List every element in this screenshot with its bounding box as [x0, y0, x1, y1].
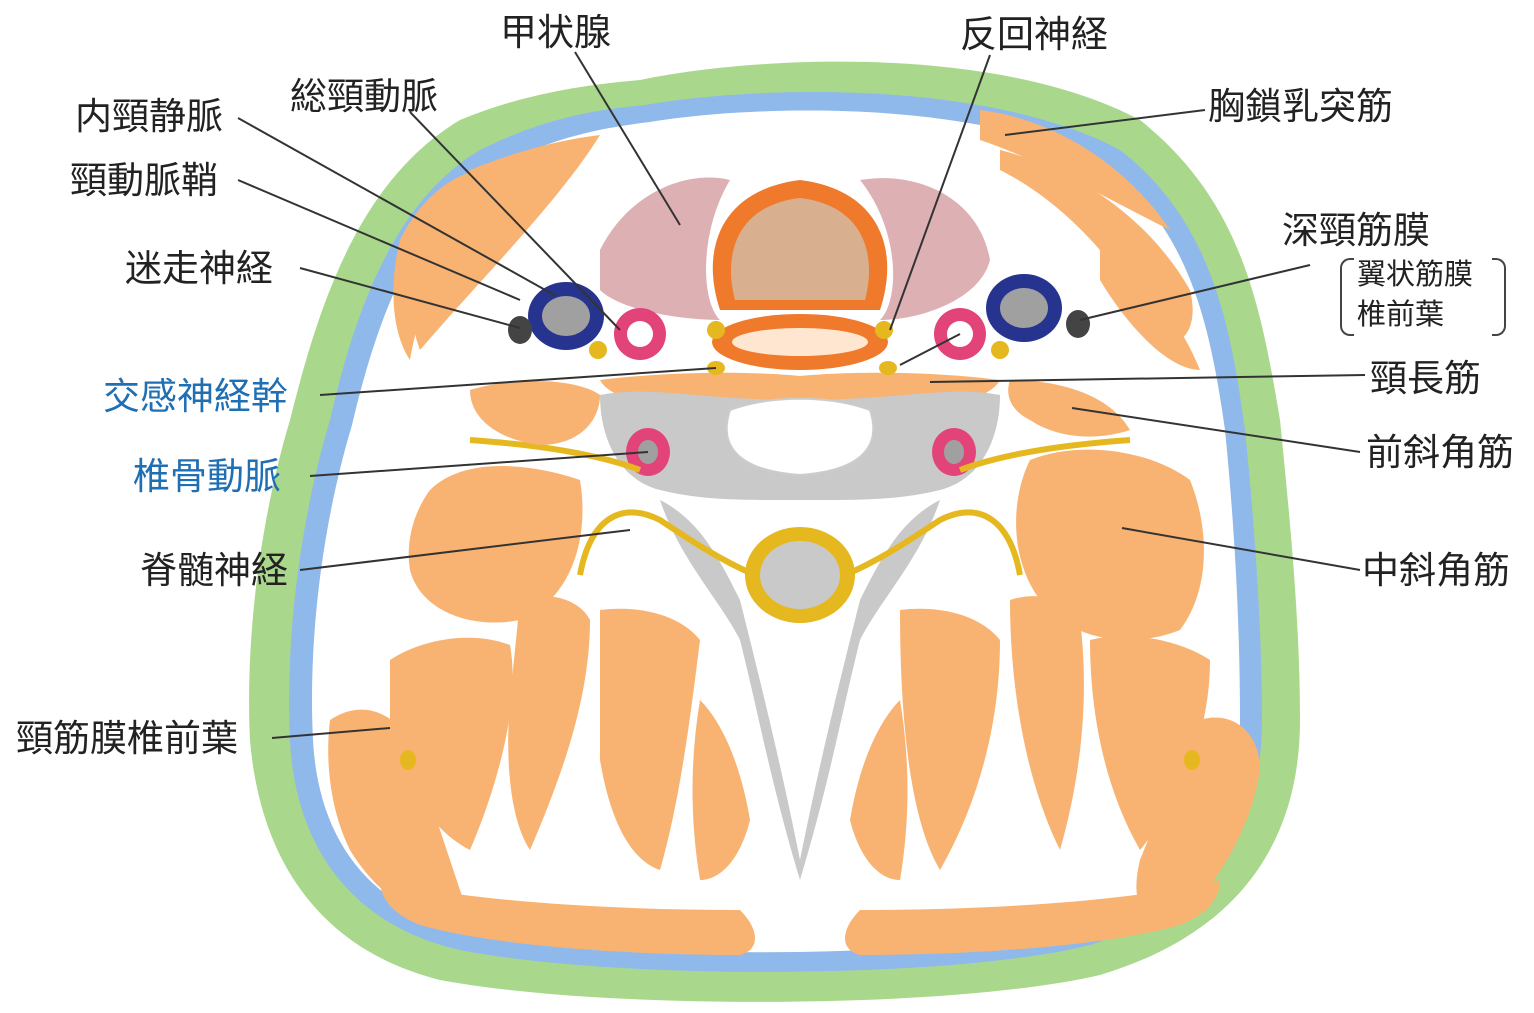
label-spinal-nerve: 脊髄神経: [140, 552, 288, 589]
label-prevertebral-layer: 椎前葉: [1357, 300, 1444, 329]
label-common-carotid-artery: 総頸動脈: [290, 78, 438, 115]
esophagus: [712, 314, 888, 370]
label-sympathetic-trunk: 交感神経幹: [103, 378, 288, 415]
label-thyroid: 甲状腺: [500, 14, 611, 51]
label-recurrent-laryngeal-nerve: 反回神経: [960, 16, 1108, 53]
label-internal-jugular-vein: 内頸静脈: [75, 98, 223, 135]
bracket-left: [1340, 258, 1354, 336]
spinal-cord: [745, 527, 855, 623]
label-middle-scalene: 中斜角筋: [1362, 552, 1510, 589]
label-cervical-fascia-prevertebral: 頸筋膜椎前葉: [16, 720, 238, 757]
label-vagus-nerve: 迷走神経: [125, 250, 273, 287]
label-carotid-sheath: 頸動脈鞘: [70, 162, 218, 199]
label-sternocleidomastoid: 胸鎖乳突筋: [1208, 88, 1393, 125]
sympathetic-trunk-right: [879, 361, 897, 375]
label-longus-colli: 頸長筋: [1370, 360, 1481, 397]
bracket-right: [1492, 258, 1506, 336]
label-anterior-scalene: 前斜角筋: [1366, 434, 1514, 471]
label-deep-cervical-fascia: 深頸筋膜: [1282, 212, 1430, 249]
label-alar-fascia: 翼状筋膜: [1357, 260, 1473, 289]
label-vertebral-artery: 椎骨動脈: [133, 458, 281, 495]
